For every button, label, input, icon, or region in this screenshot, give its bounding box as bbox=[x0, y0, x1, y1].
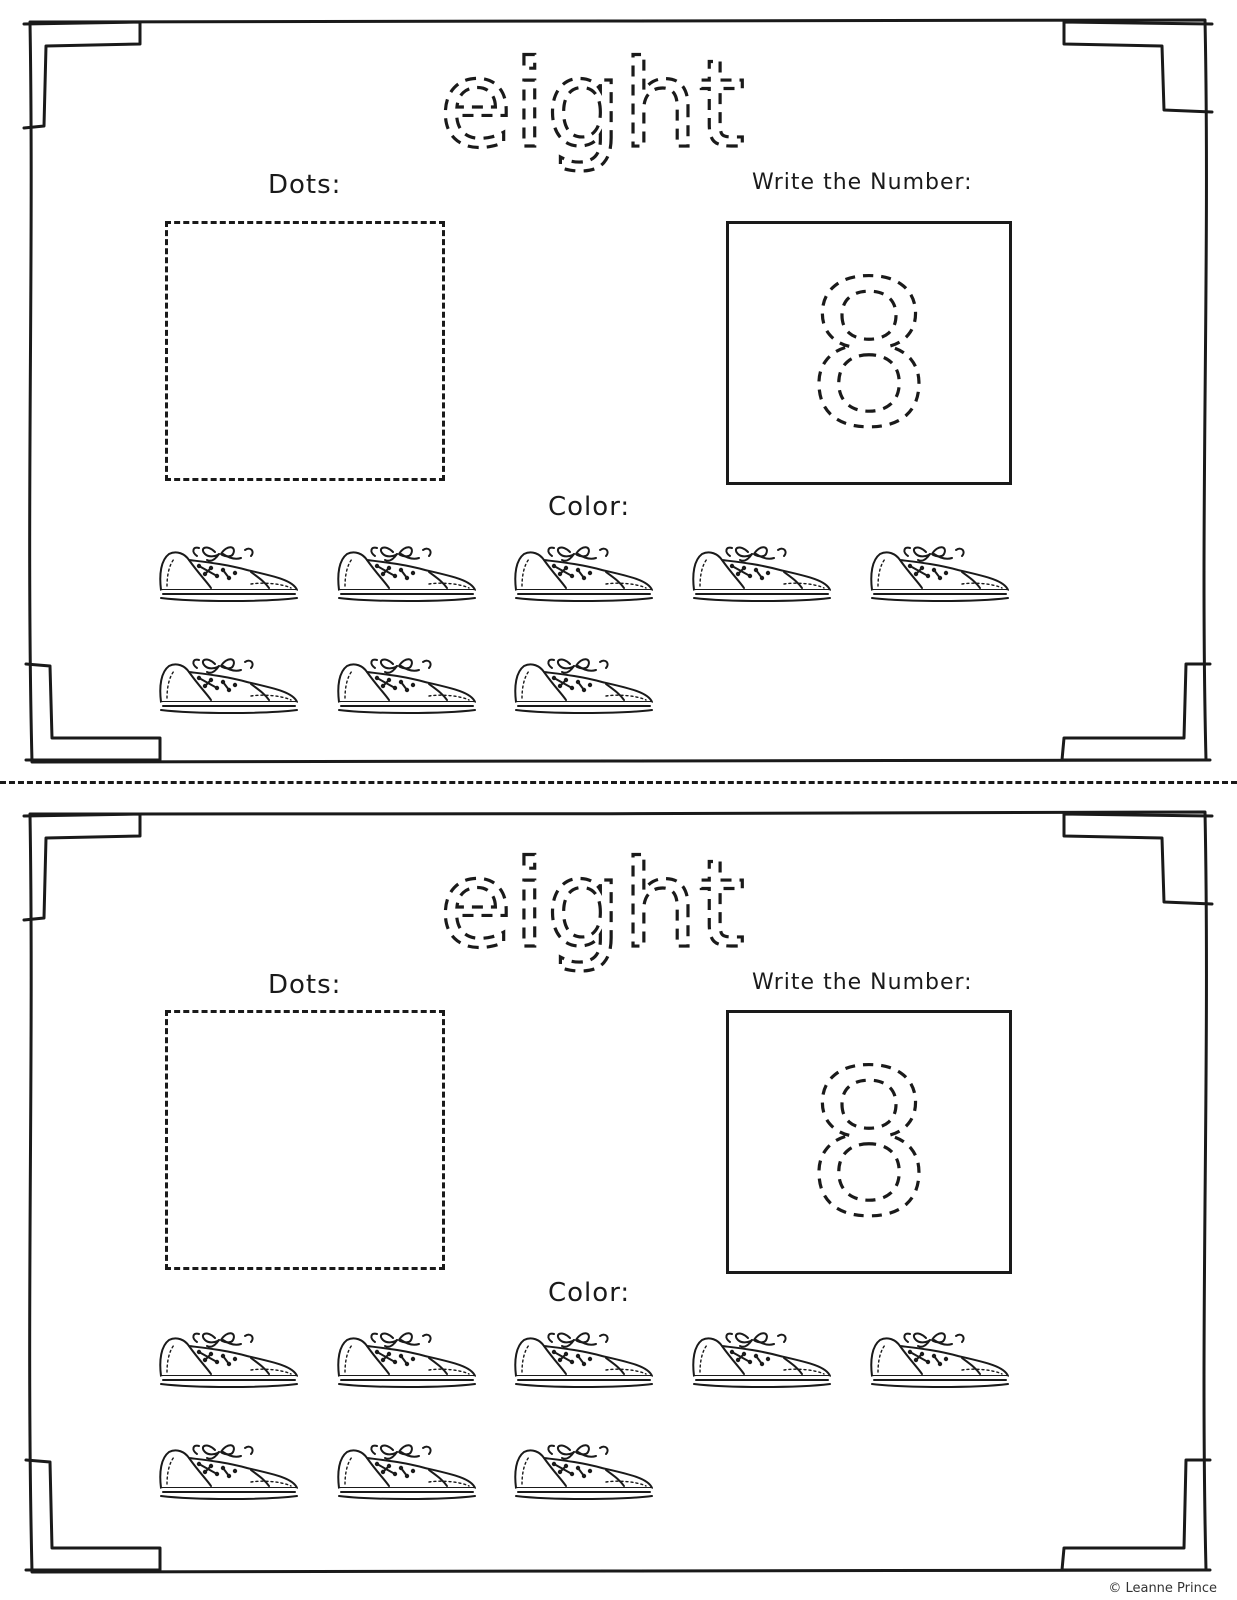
color-label: Color: bbox=[548, 492, 631, 522]
dots-drawing-box[interactable] bbox=[165, 221, 445, 481]
svg-text:8: 8 bbox=[805, 1028, 932, 1261]
worksheet-card-bottom: eight Dots: Write the Number: 8 Color: bbox=[0, 800, 1237, 1590]
sneaker-icon[interactable] bbox=[333, 540, 481, 606]
sneaker-icon[interactable] bbox=[866, 540, 1014, 606]
svg-text:eight: eight bbox=[439, 36, 745, 175]
card-frame bbox=[22, 18, 1214, 764]
write-number-label: Write the Number: bbox=[752, 170, 973, 195]
sneaker-icon[interactable] bbox=[155, 1438, 303, 1504]
card-frame bbox=[22, 810, 1214, 1574]
sneaker-icon[interactable] bbox=[155, 540, 303, 606]
cut-line bbox=[0, 781, 1237, 784]
traceable-word: eight bbox=[437, 34, 747, 176]
sneaker-icon[interactable] bbox=[510, 1326, 658, 1392]
shoe-group bbox=[0, 0, 1237, 790]
sneaker-icon[interactable] bbox=[155, 1326, 303, 1392]
write-number-label: Write the Number: bbox=[752, 970, 973, 995]
svg-text:eight: eight bbox=[439, 836, 745, 975]
sneaker-icon[interactable] bbox=[866, 1326, 1014, 1392]
traceable-number: 8 bbox=[804, 1026, 934, 1262]
sneaker-icon[interactable] bbox=[510, 540, 658, 606]
sneaker-icon[interactable] bbox=[688, 540, 836, 606]
sneaker-icon[interactable] bbox=[155, 652, 303, 718]
dots-drawing-box[interactable] bbox=[165, 1010, 445, 1270]
color-label: Color: bbox=[548, 1278, 631, 1308]
traceable-word: eight bbox=[437, 834, 747, 976]
copyright-text: © Leanne Prince bbox=[1108, 1581, 1217, 1596]
sneaker-icon[interactable] bbox=[333, 1326, 481, 1392]
sneaker-icon[interactable] bbox=[510, 652, 658, 718]
sneaker-icon[interactable] bbox=[333, 1438, 481, 1504]
number-writing-box[interactable]: 8 bbox=[726, 1010, 1012, 1274]
traceable-number: 8 bbox=[804, 237, 934, 473]
dots-label: Dots: bbox=[268, 970, 342, 1000]
sneaker-icon[interactable] bbox=[688, 1326, 836, 1392]
number-writing-box[interactable]: 8 bbox=[726, 221, 1012, 485]
sneaker-icon[interactable] bbox=[510, 1438, 658, 1504]
svg-text:8: 8 bbox=[805, 239, 932, 472]
shoe-group bbox=[0, 800, 1237, 1590]
dots-label: Dots: bbox=[268, 170, 342, 200]
sneaker-icon[interactable] bbox=[333, 652, 481, 718]
worksheet-card-top: eight Dots: Write the Number: 8 Color: bbox=[0, 0, 1237, 790]
